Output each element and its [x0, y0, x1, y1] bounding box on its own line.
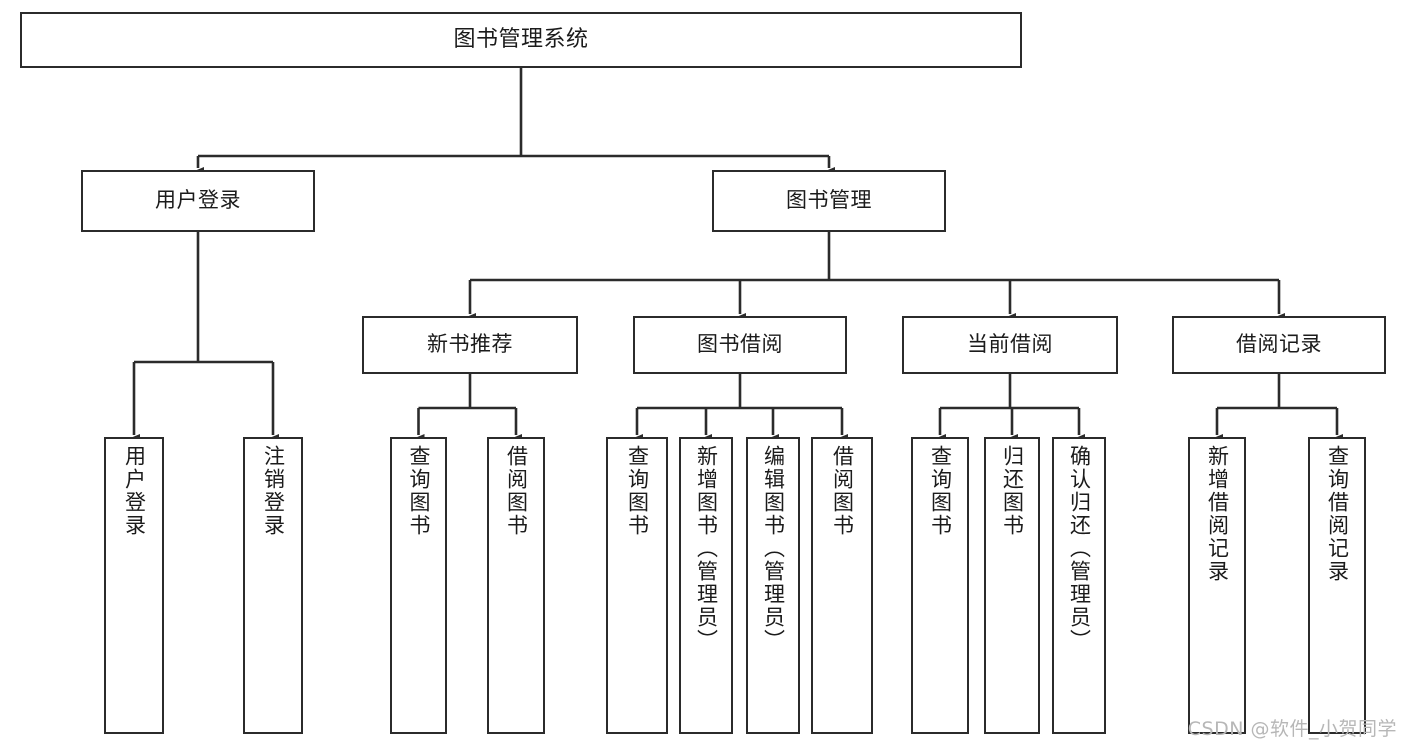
- node-label: 查询图书: [407, 445, 431, 537]
- node-label: 新书推荐: [427, 332, 513, 357]
- node-book-borrow[interactable]: 图书借阅: [633, 316, 847, 374]
- node-label: 注销登录: [261, 445, 286, 537]
- node-leaf-confirm-return-admin[interactable]: 确认归还（管理员）: [1052, 437, 1106, 734]
- node-label: 借阅图书: [830, 445, 855, 537]
- node-user-login[interactable]: 用户登录: [81, 170, 315, 232]
- node-leaf-query-books-recommend[interactable]: 查询图书: [390, 437, 447, 734]
- node-leaf-add-borrow-record[interactable]: 新增借阅记录: [1188, 437, 1246, 734]
- node-root[interactable]: 图书管理系统: [20, 12, 1022, 68]
- node-label: 确认归还（管理员）: [1067, 445, 1092, 652]
- node-label: 归还图书: [1000, 445, 1025, 537]
- node-label: 查询图书: [928, 445, 953, 537]
- node-leaf-return-books[interactable]: 归还图书: [984, 437, 1040, 734]
- node-label: 借阅记录: [1236, 332, 1322, 357]
- node-leaf-query-borrow-record[interactable]: 查询借阅记录: [1308, 437, 1366, 734]
- node-label: 编辑图书（管理员）: [761, 445, 786, 652]
- node-label: 查询借阅记录: [1325, 445, 1350, 583]
- node-label: 用户登录: [155, 188, 241, 213]
- node-borrow-record[interactable]: 借阅记录: [1172, 316, 1386, 374]
- node-new-book-recommend[interactable]: 新书推荐: [362, 316, 578, 374]
- node-leaf-query-books-current[interactable]: 查询图书: [911, 437, 969, 734]
- node-label: 图书借阅: [697, 332, 783, 357]
- node-label: 新增图书（管理员）: [694, 445, 719, 652]
- node-current-borrow[interactable]: 当前借阅: [902, 316, 1118, 374]
- watermark: CSDN @软件_小贺同学: [1187, 718, 1397, 740]
- node-leaf-edit-book-admin[interactable]: 编辑图书（管理员）: [746, 437, 800, 734]
- node-leaf-borrow-books-borrow[interactable]: 借阅图书: [811, 437, 873, 734]
- node-leaf-user-login[interactable]: 用户登录: [104, 437, 164, 734]
- node-book-management[interactable]: 图书管理: [712, 170, 946, 232]
- node-leaf-add-book-admin[interactable]: 新增图书（管理员）: [679, 437, 733, 734]
- node-leaf-borrow-books-recommend[interactable]: 借阅图书: [487, 437, 545, 734]
- node-label: 新增借阅记录: [1205, 445, 1230, 583]
- node-label: 查询图书: [625, 445, 650, 537]
- node-label: 当前借阅: [967, 332, 1053, 357]
- node-label: 图书管理系统: [453, 26, 589, 52]
- node-label: 用户登录: [122, 445, 147, 537]
- node-leaf-query-books-borrow[interactable]: 查询图书: [606, 437, 668, 734]
- node-label: 图书管理: [786, 188, 872, 213]
- node-leaf-logout[interactable]: 注销登录: [243, 437, 303, 734]
- node-label: 借阅图书: [504, 445, 529, 537]
